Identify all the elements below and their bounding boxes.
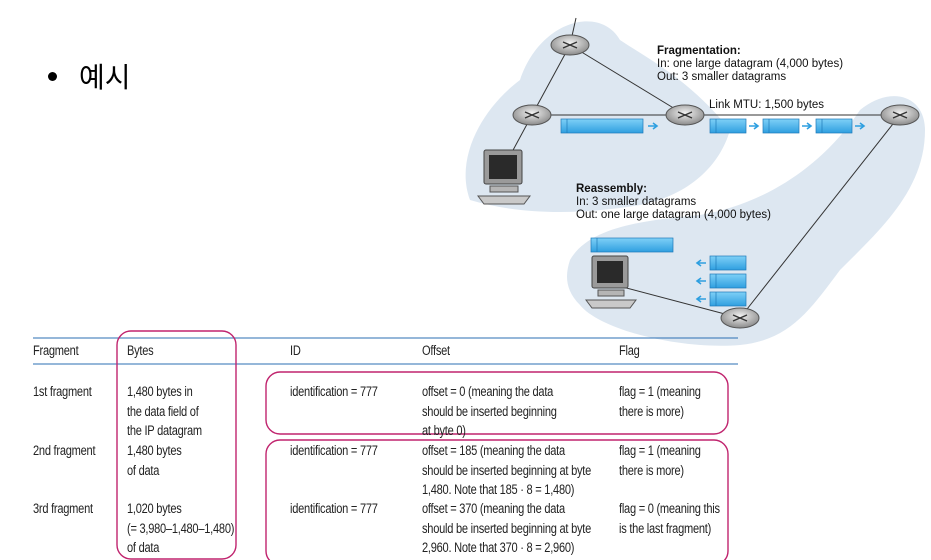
header-flag: Flag (619, 343, 640, 358)
router-icon (880, 104, 920, 126)
row3-id: identification = 777 (290, 501, 378, 516)
reassembled-datagram (590, 237, 674, 253)
row2-fragment: 2nd fragment (33, 443, 96, 458)
bytes-column-highlight (116, 330, 237, 560)
router-icon (720, 307, 760, 329)
row1-flag: flag = 1 (meaning there is more) (619, 384, 701, 419)
incoming-fragments (695, 255, 747, 307)
router-icon (512, 104, 552, 126)
link-mtu-label: Link MTU: 1,500 bytes (709, 99, 825, 111)
row2-bytes: 1,480 bytes of data (127, 443, 182, 478)
computer-icon (585, 255, 637, 309)
row3-offset: offset = 370 (meaning the data should be… (422, 501, 592, 555)
reassembly-in: In: 3 smaller datagrams (576, 196, 697, 208)
row3-bytes: 1,020 bytes (= 3,980–1,480–1,480) of dat… (127, 501, 235, 555)
reassembly-title: Reassembly: (576, 183, 647, 195)
rows23-highlight (265, 439, 729, 560)
row1-id: identification = 777 (290, 384, 378, 399)
bullet-text: 예시 (79, 62, 131, 93)
header-id: ID (290, 343, 301, 358)
row1-highlight (265, 371, 729, 435)
row2-flag: flag = 1 (meaning there is more) (619, 443, 701, 478)
large-datagram (560, 118, 659, 134)
router-icon (550, 34, 590, 56)
bullet-icon (48, 71, 57, 81)
network-links (504, 17, 901, 319)
computer-icon (477, 149, 531, 205)
header-offset: Offset (422, 343, 450, 358)
row3-fragment: 3rd fragment (33, 501, 93, 516)
row1-offset: offset = 0 (meaning the data should be i… (422, 384, 557, 438)
row1-fragment: 1st fragment (33, 384, 92, 399)
reassembly-annotation: Reassembly: In: 3 smaller datagrams Out:… (576, 183, 771, 222)
header-bytes: Bytes (127, 343, 154, 358)
fragment-packets (709, 118, 866, 134)
network-cloud-left (465, 21, 730, 212)
fragmentation-annotation: Fragmentation: In: one large datagram (4… (657, 45, 843, 84)
router-icon (665, 104, 705, 126)
row3-flag: flag = 0 (meaning this is the last fragm… (619, 501, 720, 536)
fragmentation-in: In: one large datagram (4,000 bytes) (657, 58, 844, 70)
header-fragment: Fragment (33, 343, 79, 358)
reassembly-out: Out: one large datagram (4,000 bytes) (576, 209, 771, 221)
fragmentation-title: Fragmentation: (657, 45, 741, 57)
row2-id: identification = 777 (290, 443, 378, 458)
bullet-heading: 예시 (48, 56, 131, 96)
row1-bytes: 1,480 bytes in the data field of the IP … (127, 384, 202, 438)
row2-offset: offset = 185 (meaning the data should be… (422, 443, 592, 497)
fragmentation-out: Out: 3 smaller datagrams (657, 71, 787, 83)
network-cloud-right (567, 96, 925, 346)
